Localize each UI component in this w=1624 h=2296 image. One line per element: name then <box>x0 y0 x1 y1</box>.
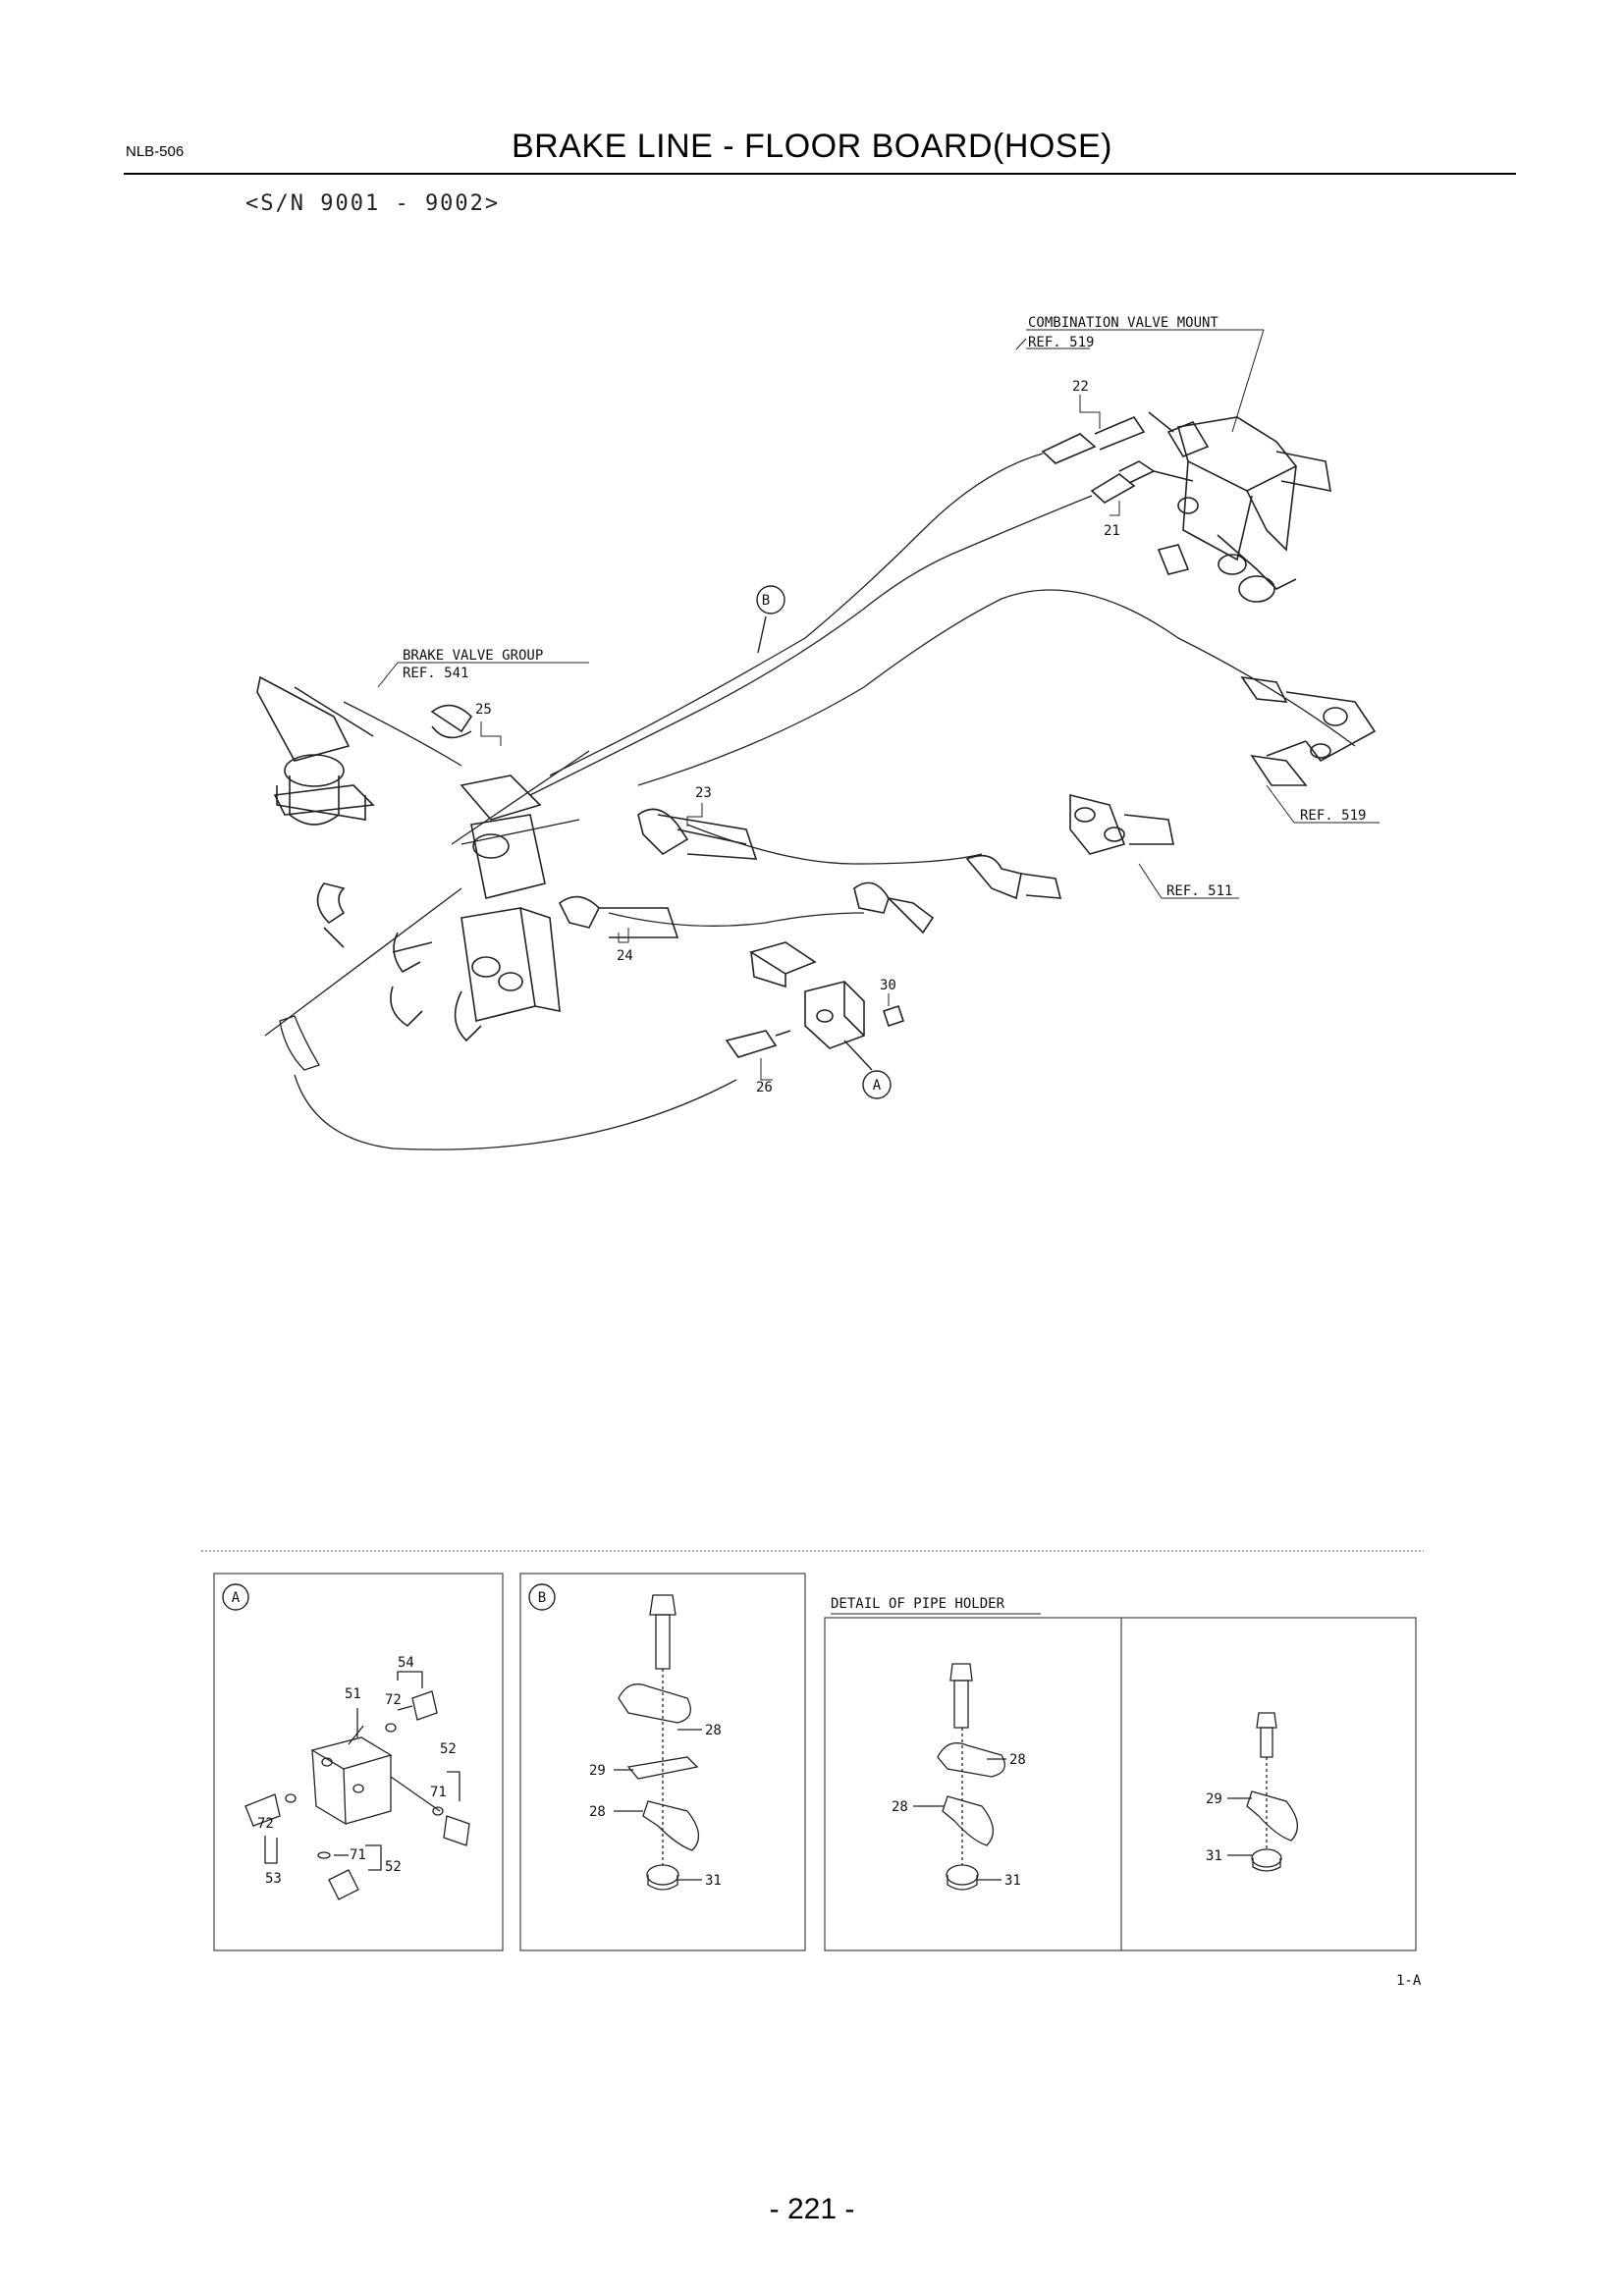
detail-b-marker-circle <box>756 585 785 614</box>
panel-a-72a: 72 <box>385 1692 402 1708</box>
combination-valve-label: COMBINATION VALVE MOUNT <box>1028 315 1218 331</box>
detail-a-marker-circle <box>862 1070 892 1099</box>
page-code: NLB-506 <box>126 143 185 160</box>
pipe-lines-drawing <box>264 453 1356 1150</box>
panel-b-28b: 28 <box>589 1804 606 1820</box>
panel-a-53: 53 <box>265 1871 282 1887</box>
page-title: BRAKE LINE - FLOOR BOARD(HOSE) <box>512 128 1112 165</box>
panel-a-51: 51 <box>345 1686 361 1702</box>
pipe-holder-31a: 31 <box>1004 1873 1021 1889</box>
panel-b-28a: 28 <box>705 1723 722 1738</box>
combination-valve-ref: REF. 519 <box>1028 335 1094 350</box>
part-23-label: 23 <box>695 785 712 801</box>
brake-valve-body-drawing <box>460 774 561 1022</box>
panel-a-54: 54 <box>398 1655 414 1671</box>
right-fitting-drawing <box>1240 675 1377 786</box>
panel-a-52b: 52 <box>385 1859 402 1875</box>
hose-fittings-drawing <box>316 704 1174 1042</box>
combination-valve-drawing <box>1157 416 1331 603</box>
brake-valve-label: BRAKE VALVE GROUP <box>403 648 543 664</box>
panel-b-marker: B <box>538 1590 546 1606</box>
main-assembly-drawing <box>256 411 1377 1150</box>
panel-b-31: 31 <box>705 1873 722 1889</box>
part-25-label: 25 <box>475 702 492 718</box>
part-30-label: 30 <box>880 978 896 993</box>
serial-range: <S/N 9001 - 9002> <box>245 191 501 216</box>
sheet-ref: 1-A <box>1396 1973 1422 1989</box>
detail-arrows <box>756 585 892 1099</box>
detail-panel-pipe-holder: DETAIL OF PIPE HOLDER 28 28 31 29 <box>824 1596 1417 1951</box>
callout-leaders <box>377 329 1380 1081</box>
brake-pedal-drawing <box>256 675 375 826</box>
detail-a-block-drawing <box>725 941 905 1058</box>
panel-a-71b: 71 <box>350 1847 366 1863</box>
part-26-label: 26 <box>756 1080 773 1095</box>
detail-a-marker: A <box>873 1078 882 1094</box>
pipe-holder-title: DETAIL OF PIPE HOLDER <box>831 1596 1005 1612</box>
ref-519-label: REF. 519 <box>1300 808 1366 824</box>
part-24-label: 24 <box>617 948 633 964</box>
pipe-holder-31b: 31 <box>1206 1848 1222 1864</box>
pipe-holder-28a: 28 <box>1009 1752 1026 1768</box>
part-21-label: 21 <box>1104 523 1120 539</box>
panel-a-71a: 71 <box>430 1785 447 1800</box>
ref-511-label: REF. 511 <box>1166 883 1232 899</box>
pipe-holder-28b: 28 <box>892 1799 908 1815</box>
page-number: - 221 - <box>769 2193 855 2225</box>
detail-panel-a: A 54 51 72 52 71 <box>213 1573 504 1951</box>
brake-valve-ref: REF. 541 <box>403 666 468 681</box>
panel-b-29: 29 <box>589 1763 606 1779</box>
detail-b-marker: B <box>762 593 770 609</box>
panel-a-72b: 72 <box>257 1816 274 1832</box>
part-22-label: 22 <box>1072 379 1089 395</box>
panel-a-52a: 52 <box>440 1741 457 1757</box>
panel-a-marker: A <box>232 1590 241 1606</box>
detail-panel-b: B 28 29 28 31 <box>519 1573 806 1951</box>
title-rule <box>124 173 1516 175</box>
pipe-holder-29: 29 <box>1206 1791 1222 1807</box>
hoses-21-22-drawing <box>1041 411 1194 504</box>
